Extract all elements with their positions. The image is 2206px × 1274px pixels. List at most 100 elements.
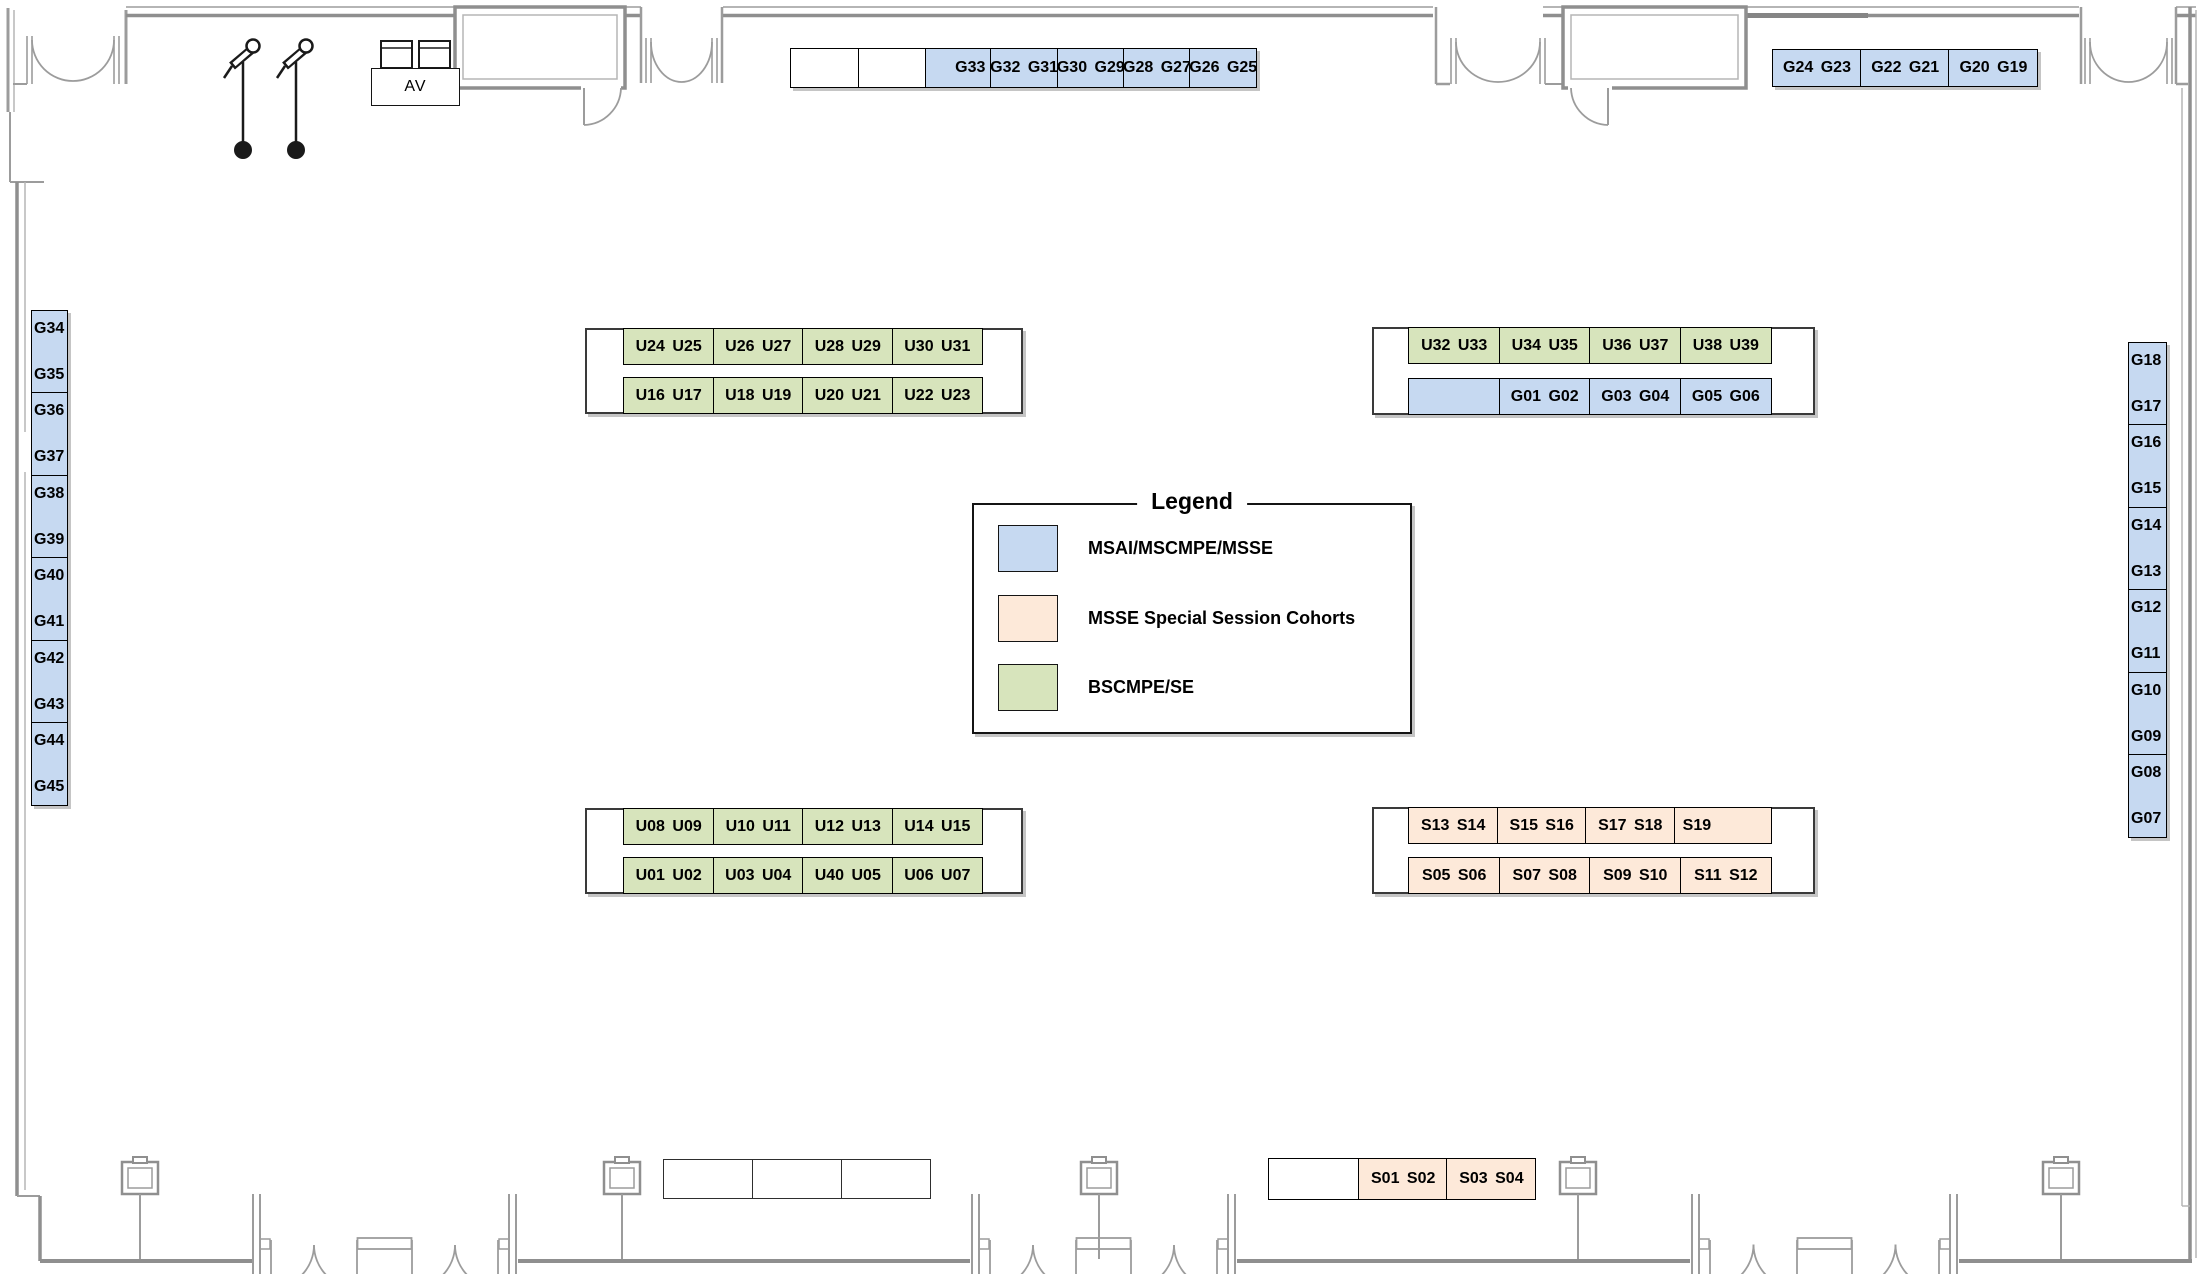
booth-cell-U16-U17: U16 U17 <box>623 377 715 414</box>
booth-label: G36 <box>34 402 65 420</box>
booth-cell-S17-S18: S17 S18 <box>1585 807 1676 844</box>
booth-cell-U10-U11: U10 U11 <box>712 808 804 845</box>
booth-label: G34 <box>34 320 65 337</box>
microphone-icon <box>275 38 314 159</box>
booth-cell-empty <box>1408 378 1501 415</box>
booth-cell-G03-G04: G03 G04 <box>1589 378 1682 415</box>
legend: Legend MSAI/MSCMPE/MSSE MSSE Special Ses… <box>972 488 1412 734</box>
booth-box: G14 G13 <box>2128 506 2167 591</box>
booth-box: G08 G07 <box>2128 754 2167 839</box>
booth-cell-U32-U33: U32 U33 <box>1408 327 1501 364</box>
legend-swatch-blue <box>998 525 1058 572</box>
legend-label: MSSE Special Session Cohorts <box>1088 608 1356 628</box>
booth-label: G08 <box>2131 764 2162 782</box>
booth-cell-U20-U21: U20 U21 <box>802 377 894 414</box>
booth-label: G12 <box>2131 599 2162 617</box>
av-table: AV <box>371 68 460 106</box>
booth-cell-U26-U27: U26 U27 <box>712 328 804 365</box>
empty-table-cell <box>752 1159 844 1199</box>
legend-swatch-peach <box>998 595 1058 642</box>
legend-item: MSAI/MSCMPE/MSSE <box>998 525 1273 572</box>
booth-cell-U06-U07: U06 U07 <box>891 857 983 894</box>
booth-cell-G32-G31: G32 G31 <box>989 48 1059 88</box>
booth-cell-S03-S04: S03 S04 <box>1446 1158 1537 1200</box>
booth-label: G35 <box>34 366 65 383</box>
booth-cell-G24-G23: G24 G23 <box>1772 49 1862 87</box>
booth-cell-U08-U09: U08 U09 <box>623 808 715 845</box>
wall-sign-icons <box>120 1156 2081 1259</box>
booth-cell-U34-U35: U34 U35 <box>1498 327 1591 364</box>
booth-label: G09 <box>2131 727 2162 745</box>
booth-cell-U14-U15: U14 U15 <box>891 808 983 845</box>
booth-box: G40 G41 <box>31 557 68 642</box>
booth-label: G10 <box>2131 681 2162 699</box>
booth-cell-G05-G06: G05 G06 <box>1679 378 1772 415</box>
booth-cell-S09-S10: S09 S10 <box>1589 857 1682 894</box>
booth-cell <box>790 48 860 88</box>
booth-cell-S15-S16: S15 S16 <box>1496 807 1587 844</box>
booth-cell-U12-U13: U12 U13 <box>802 808 894 845</box>
table-bottom-plain <box>663 1159 932 1199</box>
booth-box: G36 G37 <box>31 392 68 477</box>
booth-box: G38 G39 <box>31 474 68 559</box>
booth-label: G07 <box>2131 810 2162 828</box>
booth-label: G11 <box>2131 645 2161 663</box>
booth-cell-G01-G02: G01 G02 <box>1498 378 1591 415</box>
booth-label: G41 <box>34 613 65 631</box>
booth-box: G18 G17 <box>2128 342 2167 426</box>
legend-item: BSCMPE/SE <box>998 664 1194 711</box>
booth-label: G13 <box>2131 562 2162 580</box>
booth-cell-U01-U02: U01 U02 <box>623 857 715 894</box>
banner-top-right: G24 G23 G22 G21 G20 G19 <box>1772 49 2039 87</box>
wall-column-right: G18 G17 G16 G15 G14 G13 G12 G11 G10 G09 … <box>2128 342 2167 839</box>
microphone-icon <box>222 38 261 159</box>
booth-cell-S11-S12: S11 S12 <box>1679 857 1772 894</box>
booth-cell-G28-G27: G28 G27 <box>1123 48 1192 88</box>
booth-cell-S05-S06: S05 S06 <box>1408 857 1501 894</box>
legend-label: BSCMPE/SE <box>1088 677 1195 697</box>
booth-cell-G30-G29: G30 G29 <box>1056 48 1125 88</box>
booth-cell-U28-U29: U28 U29 <box>802 328 894 365</box>
table-upper-right: U32 U33 U34 U35 U36 U37 U38 U39 G01 G02 … <box>1372 327 1815 415</box>
booth-cell <box>1268 1158 1360 1200</box>
booth-cell-G26-G25: G26 G25 <box>1189 48 1258 88</box>
table-lower-left: U08 U09 U10 U11 U12 U13 U14 U15 U01 U02 … <box>585 808 1023 894</box>
booth-box: G16 G15 <box>2128 424 2167 509</box>
booth-box: G42 G43 <box>31 639 68 724</box>
table-lower-right: S13 S14 S15 S16 S17 S18 S19 S05 S06 S07 … <box>1372 807 1815 894</box>
empty-table-cell <box>841 1159 932 1199</box>
booth-box: G12 G11 <box>2128 589 2167 674</box>
booth-cell-U40-U05: U40 U05 <box>802 857 894 894</box>
booth-cell-G20-G19: G20 G19 <box>1948 49 2039 87</box>
empty-table-cell <box>663 1159 754 1199</box>
banner-top-center: G33 G32 G31 G30 G29 G28 G27 G26 G25 <box>790 48 1258 88</box>
booth-box: G10 G09 <box>2128 671 2167 756</box>
booth-box: G34 G35 <box>31 310 68 394</box>
legend-title: Legend <box>1137 488 1247 515</box>
booth-cell-U24-U25: U24 U25 <box>623 328 715 365</box>
booth-cell-U03-U04: U03 U04 <box>712 857 804 894</box>
booth-cell <box>858 48 928 88</box>
booth-label: G39 <box>34 530 65 548</box>
booth-cell-U18-U19: U18 U19 <box>712 377 804 414</box>
booth-cell-U38-U39: U38 U39 <box>1679 327 1772 364</box>
booth-box: G44 G45 <box>31 722 68 807</box>
booth-cell-U36-U37: U36 U37 <box>1589 327 1682 364</box>
av-table-label: AV <box>404 78 427 95</box>
booth-cell-S13-S14: S13 S14 <box>1408 807 1499 844</box>
booth-cell-G22-G21: G22 G21 <box>1860 49 1951 87</box>
booth-cell-U22-U23: U22 U23 <box>891 377 983 414</box>
table-upper-left: U24 U25 U26 U27 U28 U29 U30 U31 U16 U17 … <box>585 328 1023 414</box>
booth-label: G15 <box>2131 480 2162 498</box>
wall-column-left: G34 G35 G36 G37 G38 G39 G40 G41 G42 G43 … <box>31 310 68 807</box>
booth-label: G38 <box>34 484 65 502</box>
booth-label: G16 <box>2131 434 2162 452</box>
booth-label: G14 <box>2131 516 2162 534</box>
booth-cell-S01-S02: S01 S02 <box>1358 1158 1449 1200</box>
booth-label: G44 <box>34 732 65 750</box>
booth-cell-S07-S08: S07 S08 <box>1498 857 1591 894</box>
booth-label: G43 <box>34 695 65 713</box>
booth-label: G40 <box>34 567 65 585</box>
